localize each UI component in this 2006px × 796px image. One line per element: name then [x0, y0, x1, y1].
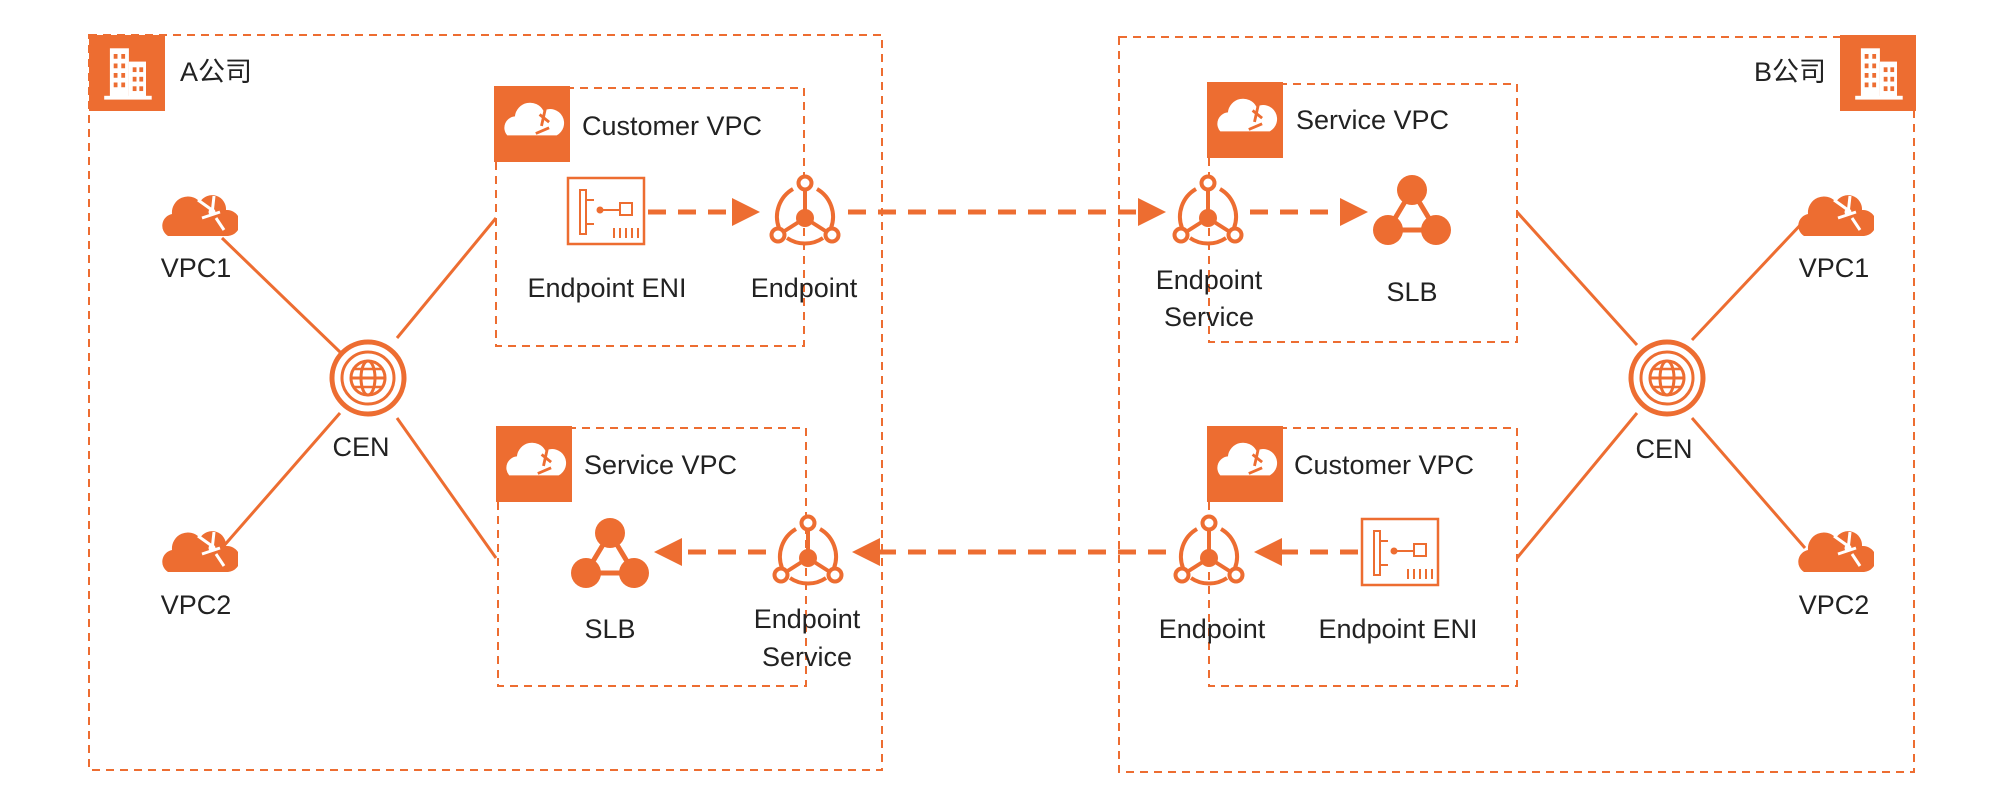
company-b-endpoint-service-label-line2: Service: [1164, 302, 1254, 332]
company-b-slb-icon: [1373, 175, 1451, 245]
company-a-slb-icon: [571, 518, 649, 588]
company-b-endpoint-service-label-line1: Endpoint: [1156, 265, 1263, 295]
company-a-building-icon: [89, 35, 165, 111]
company-b-customer-vpc-title: Customer VPC: [1294, 450, 1474, 480]
company-b-vpc1-cloud-icon: [1796, 193, 1874, 238]
company-a-endpoint-eni-icon: [566, 176, 646, 246]
company-a-endpoint-label: Endpoint: [751, 273, 858, 303]
arrowhead-a-slb: [654, 538, 682, 566]
company-b-boundary: [1118, 36, 1915, 773]
company-a-cen-globe-icon: [332, 342, 404, 414]
company-a-vpc1-label: VPC1: [161, 253, 232, 283]
company-b-vpc2-cloud-icon: [1796, 529, 1874, 574]
company-b-vpc2-label: VPC2: [1799, 590, 1870, 620]
company-b-cen-label: CEN: [1635, 434, 1692, 464]
company-a-vpc2-label: VPC2: [161, 590, 232, 620]
company-b-customer-vpc-cloud-icon: [1207, 426, 1283, 502]
company-a-slb-label: SLB: [584, 614, 635, 644]
company-a-service-vpc-title: Service VPC: [584, 450, 737, 480]
connector-lines: [648, 209, 1358, 555]
company-b-vpc1-label: VPC1: [1799, 253, 1870, 283]
company-b-endpoint-eni-label: Endpoint ENI: [1318, 614, 1477, 644]
company-a-endpoint-service-label-line2: Service: [762, 642, 852, 672]
company-a-boundary: [88, 34, 883, 771]
company-b-endpoint-label: Endpoint: [1159, 614, 1266, 644]
company-b-endpoint-eni-icon: [1360, 517, 1440, 587]
company-a-customer-vpc-title: Customer VPC: [582, 111, 762, 141]
company-a-vpc2-cloud-icon: [160, 529, 238, 574]
company-a-label: A公司: [180, 57, 252, 87]
company-b-building-icon: [1840, 35, 1916, 111]
company-b-cen-links: [1515, 210, 1807, 559]
company-b-service-vpc-title: Service VPC: [1296, 105, 1449, 135]
company-b-slb-label: SLB: [1386, 277, 1437, 307]
company-b-label: B公司: [1754, 57, 1826, 87]
company-b-service-vpc-cloud-icon: [1207, 82, 1283, 158]
company-a-cen-label: CEN: [332, 432, 389, 462]
company-a-endpoint-service-label-line1: Endpoint: [754, 604, 861, 634]
arrowhead-a-endpoint-service: [852, 538, 880, 566]
company-a-endpoint-service-icon: [772, 514, 844, 586]
company-a-cen-links: [220, 217, 498, 559]
arrow-heads: [654, 198, 1368, 566]
company-b-cen-globe-icon: [1631, 342, 1703, 414]
arrowhead-a-endpoint: [732, 198, 760, 226]
arrowhead-b-slb: [1340, 198, 1368, 226]
company-a-endpoint-eni-label: Endpoint ENI: [527, 273, 686, 303]
company-a-customer-vpc-cloud-icon: [494, 86, 570, 162]
arrowhead-b-endpoint-service: [1138, 198, 1166, 226]
company-a-service-vpc-cloud-icon: [496, 426, 572, 502]
arrowhead-b-endpoint: [1254, 538, 1282, 566]
company-a-vpc1-cloud-icon: [160, 193, 238, 238]
